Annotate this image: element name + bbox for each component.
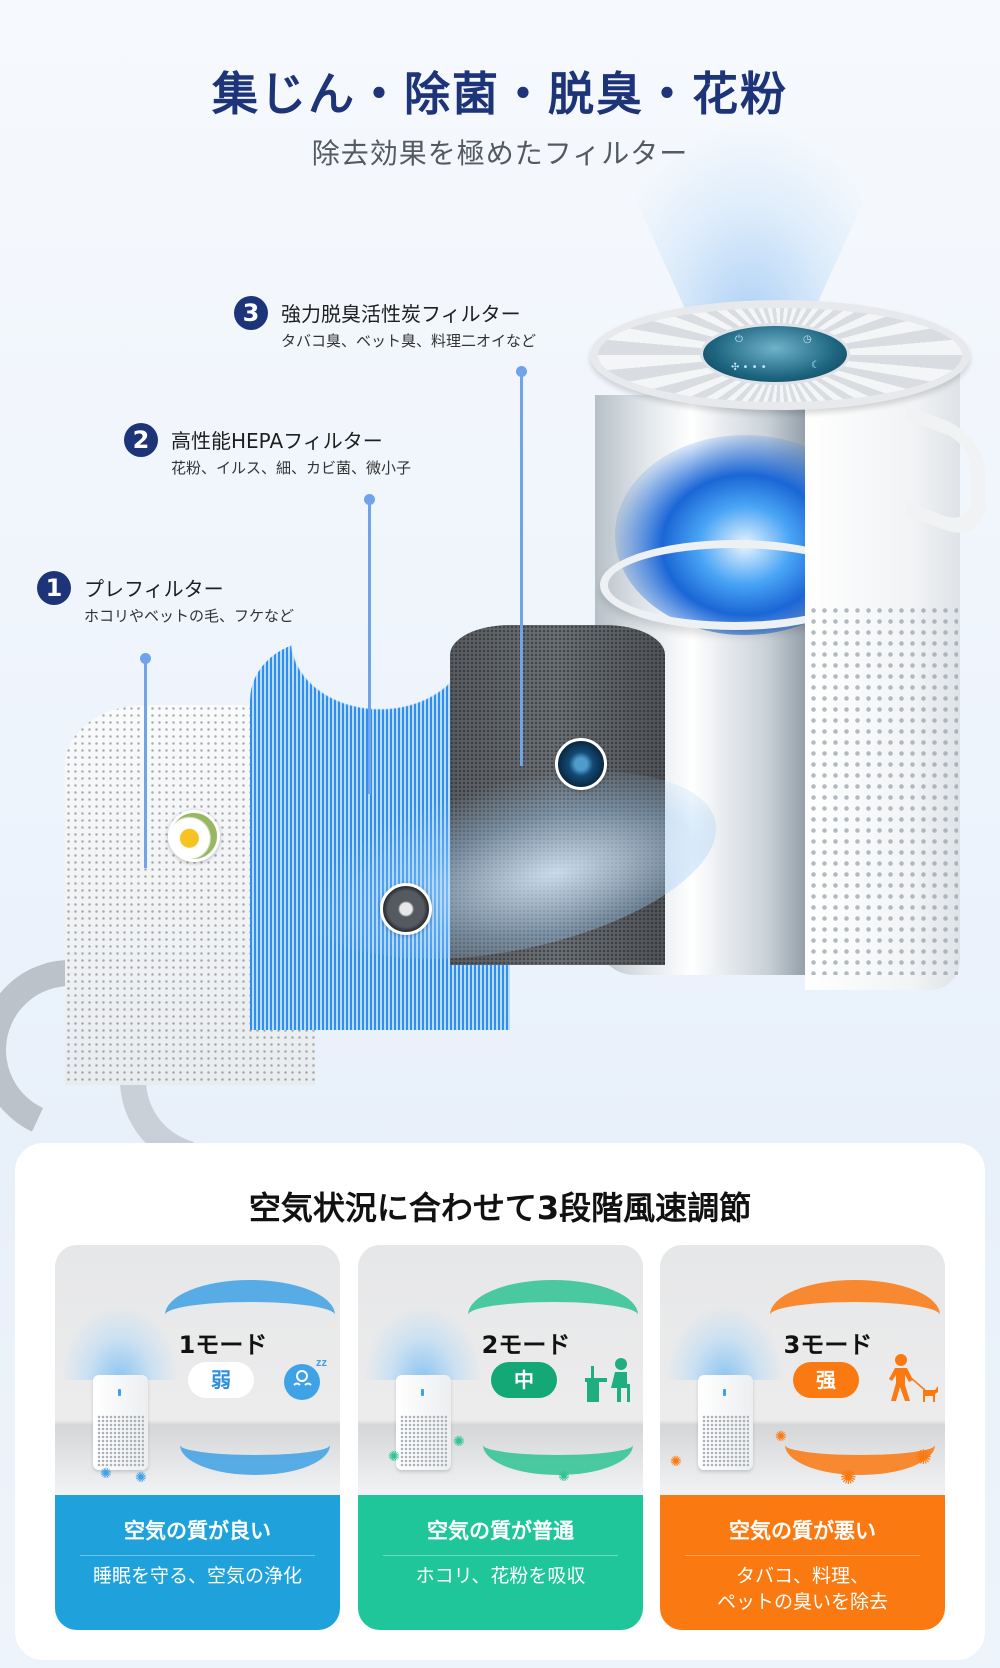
svg-text:zz: zz [316,1357,328,1369]
divider [383,1555,618,1556]
circulation-arrow-icon [770,1280,940,1350]
purifier-mini-icon [93,1375,148,1470]
mode-illustration: ✺ ✺ ✺ 2モード 中 [358,1245,643,1495]
pointer-line [368,499,371,794]
hero-section: 集じん・除菌・脱臭・花粉 除去効果を極めたフィルター ⏻ ◷ ✣ • • • ☾… [0,67,985,1150]
page-subheadline: 除去効果を極めたフィルター [311,137,689,170]
step-badge: 3 [234,296,268,330]
mode-card-2: ✺ ✺ ✺ 2モード 中 空気の質が普通 ホコリ、花粉を吸収 [358,1245,643,1630]
fan-speed-modes-panel: 空気状況に合わせて3段階風速調節 ✺ ✺ 1モード 弱 zz 空気の質が良い 睡… [15,1143,985,1660]
airflow-graphic [665,1305,785,1380]
air-purifier-cutaway: ⏻ ◷ ✣ • • • ☾ [590,285,985,1005]
air-quality-title: 空気の質が良い [124,1519,271,1543]
modes-section-title: 空気状況に合わせて3段階風速調節 [248,1189,752,1227]
speed-level-badge: 弱 [188,1362,254,1398]
circulation-arrow-icon [468,1280,638,1350]
mode-illustration: ✺ ✺ 1モード 弱 zz [55,1245,340,1495]
purifier-mini-icon [698,1375,753,1470]
sleeping-baby-icon: zz [280,1350,335,1405]
filter-description: ホコリやベットの毛、フケなど [84,607,295,625]
air-quality-title: 空気の質が普通 [427,1519,574,1543]
purifier-mini-icon [396,1375,451,1470]
air-quality-description: タバコ、料理、 ペットの臭いを除去 [716,1565,888,1613]
air-quality-title: 空気の質が悪い [729,1519,876,1543]
pointer-line [144,658,147,868]
page-headline: 集じん・除菌・脱臭・花粉 [212,67,788,121]
flower-macro-icon [168,810,220,862]
germ-icon: ✺ [840,1465,857,1489]
germ-icon: ✺ [558,1469,570,1485]
speed-level-badge: 强 [793,1362,859,1398]
mode-card-1: ✺ ✺ 1モード 弱 zz 空気の質が良い 睡眠を守る、空気の浄化 [55,1245,340,1630]
circulation-arrow-icon [165,1280,335,1350]
circulation-arrow-icon [180,1415,330,1475]
air-quality-info: 空気の質が悪い タバコ、料理、 ペットの臭いを除去 [660,1495,945,1630]
timer-icon: ◷ [803,334,812,345]
germ-icon: ✺ [135,1470,147,1486]
intake-grille [808,605,958,975]
mode-label: 3モード [783,1331,873,1359]
air-quality-description: 睡眠を守る、空気の浄化 [92,1565,302,1587]
circulation-arrow-icon [483,1415,633,1475]
sleep-icon: ☾ [811,360,820,371]
carbon-macro-icon [555,738,607,790]
germ-icon: ✺ [388,1449,400,1465]
person-at-desk-icon [583,1350,638,1405]
airflow-graphic [60,1305,180,1380]
filter-description: タバコ臭、ベット臭、料理二オイなど [281,332,537,350]
step-badge: 2 [124,423,158,457]
filter-title: プレフィルター [84,577,224,601]
divider [685,1555,920,1556]
pointer-line [520,371,523,766]
person-walking-dog-icon [885,1350,940,1405]
speed-level-badge: 中 [491,1362,557,1398]
mode-illustration: ✺ ✺ ✺ ✺ 3モード 强 [660,1245,945,1495]
filter-title: 高性能HEPAフィルター [171,429,383,453]
control-panel: ⏻ ◷ ✣ • • • ☾ [700,323,850,385]
germ-icon: ✺ [453,1434,465,1450]
mode-card-3: ✺ ✺ ✺ ✺ 3モード 强 空気の質が悪い タバコ、料理、 ペットの臭いを除去 [660,1245,945,1630]
filter-description: 花粉、イルス、細、カビ菌、微小子 [171,459,412,477]
germ-icon: ✺ [670,1454,682,1470]
air-quality-info: 空気の質が良い 睡眠を守る、空気の浄化 [55,1495,340,1630]
fan-speed-icon: ✣ • • • [731,362,767,373]
filter-title: 強力脱臭活性炭フィルター [281,302,521,326]
hair-macro-icon [380,883,432,935]
power-icon: ⏻ [735,334,743,345]
air-quality-info: 空気の質が普通 ホコリ、花粉を吸収 [358,1495,643,1630]
step-badge: 1 [37,571,71,605]
germ-icon: ✺ [915,1445,932,1469]
divider [80,1555,315,1556]
germ-icon: ✺ [775,1429,787,1445]
circulation-arrow-icon [785,1415,935,1475]
mode-label: 2モード [481,1331,571,1359]
mode-label: 1モード [178,1331,268,1359]
airflow-graphic [363,1305,483,1380]
air-quality-description: ホコリ、花粉を吸収 [415,1565,586,1587]
germ-icon: ✺ [100,1466,112,1482]
